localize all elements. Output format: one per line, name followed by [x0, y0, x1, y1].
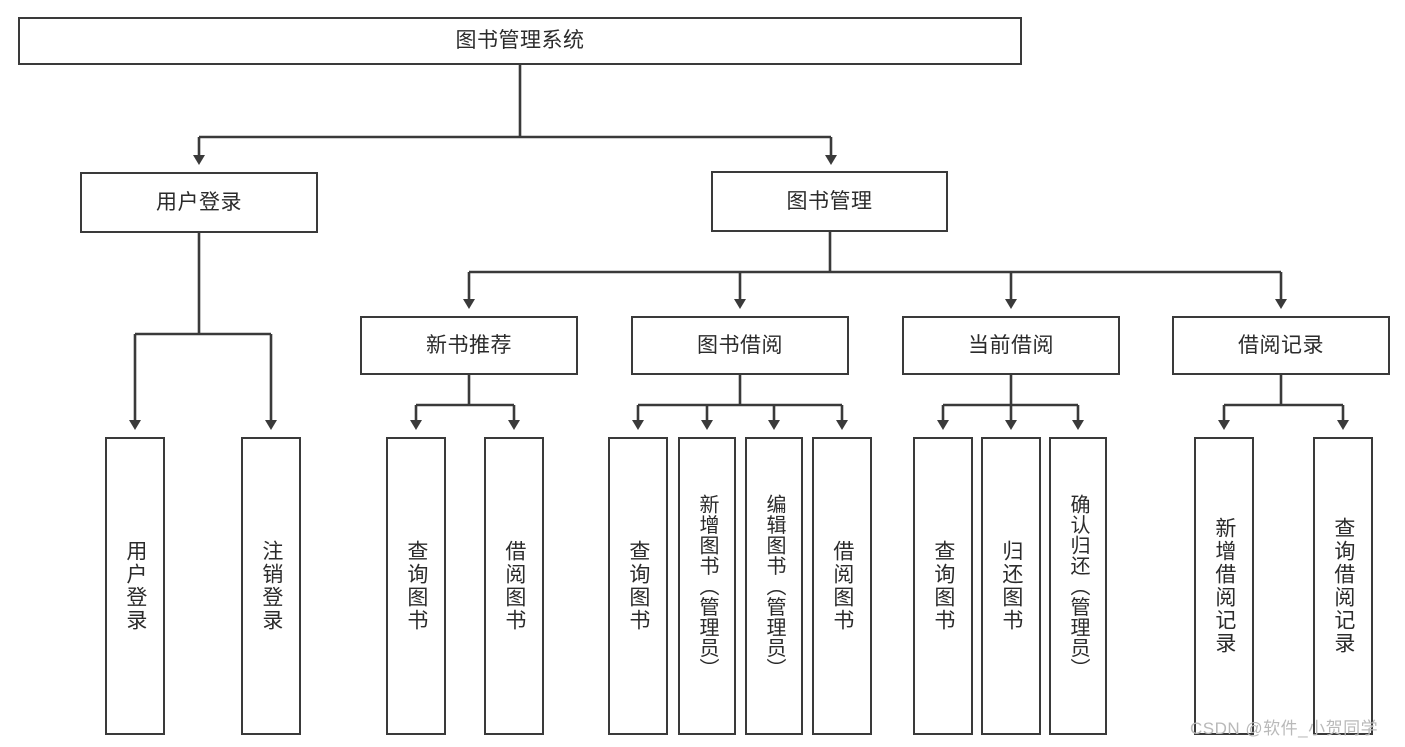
- node-current-borrow-label: 当前借阅: [968, 333, 1054, 357]
- leaf-query-book-cur[interactable]: 查询图书: [913, 437, 973, 735]
- leaf-user-login[interactable]: 用户登录: [105, 437, 165, 735]
- leaf-edit-book-label: 编辑图书（管理员）: [763, 493, 785, 679]
- leaf-query-book-borrow-label: 查询图书: [626, 540, 650, 632]
- leaf-add-book-label: 新增图书（管理员）: [696, 493, 718, 679]
- node-user-login[interactable]: 用户登录: [80, 172, 318, 233]
- leaf-confirm-return-label: 确认归还（管理员）: [1067, 493, 1089, 679]
- leaf-query-record[interactable]: 查询借阅记录: [1313, 437, 1373, 735]
- node-current-borrow[interactable]: 当前借阅: [902, 316, 1120, 375]
- node-book-borrow[interactable]: 图书借阅: [631, 316, 849, 375]
- leaf-return-book-label: 归还图书: [999, 540, 1023, 632]
- node-book-manage-label: 图书管理: [786, 189, 873, 213]
- leaf-borrow-book-rec[interactable]: 借阅图书: [484, 437, 544, 735]
- leaf-query-book-rec[interactable]: 查询图书: [386, 437, 446, 735]
- node-root-label: 图书管理系统: [455, 29, 585, 53]
- leaf-borrow-book-rec-label: 借阅图书: [502, 540, 526, 632]
- leaf-borrow-book-label: 借阅图书: [830, 540, 854, 632]
- csdn-watermark: CSDN @软件_小贺同学: [1190, 719, 1379, 738]
- leaf-query-book-cur-label: 查询图书: [931, 540, 955, 632]
- leaf-borrow-book[interactable]: 借阅图书: [812, 437, 872, 735]
- leaf-user-login-label: 用户登录: [123, 540, 147, 632]
- node-new-book-recommend-label: 新书推荐: [426, 333, 512, 357]
- leaf-query-book-rec-label: 查询图书: [404, 540, 428, 632]
- leaf-add-book[interactable]: 新增图书（管理员）: [678, 437, 736, 735]
- node-new-book-recommend[interactable]: 新书推荐: [360, 316, 578, 375]
- node-borrow-records-label: 借阅记录: [1238, 333, 1324, 357]
- node-user-login-label: 用户登录: [156, 190, 242, 214]
- leaf-add-record[interactable]: 新增借阅记录: [1194, 437, 1254, 735]
- node-book-manage[interactable]: 图书管理: [711, 171, 948, 232]
- leaf-edit-book[interactable]: 编辑图书（管理员）: [745, 437, 803, 735]
- node-root[interactable]: 图书管理系统: [18, 17, 1022, 65]
- leaf-query-book-borrow[interactable]: 查询图书: [608, 437, 668, 735]
- leaf-logout[interactable]: 注销登录: [241, 437, 301, 735]
- node-book-borrow-label: 图书借阅: [697, 333, 783, 357]
- leaf-return-book[interactable]: 归还图书: [981, 437, 1041, 735]
- node-borrow-records[interactable]: 借阅记录: [1172, 316, 1390, 375]
- leaf-add-record-label: 新增借阅记录: [1212, 517, 1236, 655]
- leaf-logout-label: 注销登录: [259, 540, 283, 632]
- leaf-query-record-label: 查询借阅记录: [1331, 517, 1355, 655]
- leaf-confirm-return[interactable]: 确认归还（管理员）: [1049, 437, 1107, 735]
